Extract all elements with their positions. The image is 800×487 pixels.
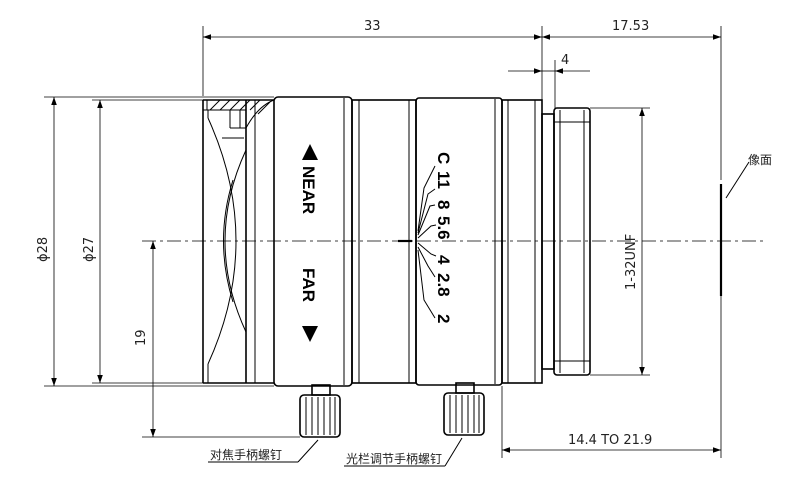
image-plane-label: 像面 <box>748 153 772 167</box>
dimension-back-focus: 14.4 TO 21.9 <box>501 296 722 458</box>
iris-knob-label: 光栏调节手柄螺钉 <box>346 451 442 466</box>
dimension-center-height: 19 <box>134 241 300 438</box>
iris-knob-screw <box>443 382 485 436</box>
dimension-top-right: 17.53 <box>542 19 722 180</box>
aperture-value: C <box>434 152 453 164</box>
dimension-diameter-inner: ϕ27 <box>82 99 203 384</box>
svg-text:17.53: 17.53 <box>612 19 649 34</box>
front-lens-group <box>202 99 275 384</box>
aperture-value: 5.6 <box>434 216 453 240</box>
aperture-value: 4 <box>434 255 453 265</box>
near-arrow-icon <box>302 144 318 160</box>
svg-text:ϕ27: ϕ27 <box>82 237 97 262</box>
far-label: FAR <box>299 268 318 302</box>
image-plane: 像面 <box>719 153 772 296</box>
iris-knob-callout: 光栏调节手柄螺钉 <box>344 437 463 467</box>
svg-text:4: 4 <box>561 53 569 68</box>
c-mount-thread <box>541 107 591 376</box>
aperture-value: 11 <box>434 171 453 189</box>
dimension-thread: 1-32UNF <box>590 107 650 376</box>
dimension-diameter-outer: ϕ28 <box>36 96 274 387</box>
dimension-flange: 4 <box>508 53 590 108</box>
svg-text:ϕ28: ϕ28 <box>36 237 51 262</box>
focus-knob-screw <box>299 384 341 438</box>
focus-knob-callout: 对焦手柄螺钉 <box>208 439 319 463</box>
focus-ring-markings: NEAR FAR <box>299 144 318 342</box>
aperture-value: 2.8 <box>434 273 453 297</box>
dimension-top-total: 33 <box>202 19 543 108</box>
far-arrow-icon <box>302 326 318 342</box>
focus-knob-label: 对焦手柄螺钉 <box>210 448 282 462</box>
svg-text:14.4 TO 21.9: 14.4 TO 21.9 <box>568 433 652 448</box>
near-label: NEAR <box>299 166 318 214</box>
barrel-rings <box>273 96 543 387</box>
svg-text:19: 19 <box>134 329 149 346</box>
aperture-value: 2 <box>434 314 453 323</box>
svg-text:33: 33 <box>364 19 381 34</box>
aperture-value: 8 <box>434 200 453 209</box>
aperture-scale: C 11 8 5.6 4 2.8 2 <box>417 152 453 323</box>
svg-text:1-32UNF: 1-32UNF <box>624 234 639 290</box>
